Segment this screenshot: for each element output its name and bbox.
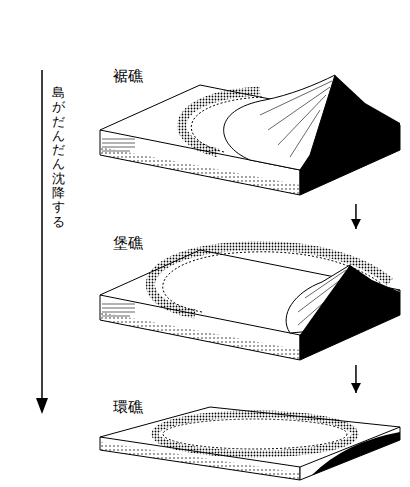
atoll-block [100, 407, 400, 480]
sinking-note: 島がだんだん沈降する [52, 86, 65, 229]
stage-label: 裾礁 [113, 67, 143, 85]
stage-arrow [355, 365, 357, 393]
barrier-reef-block [100, 246, 400, 360]
stage-label: 堡礁 [113, 234, 143, 252]
sinking-arrow [36, 70, 48, 414]
reef-stage: 環礁 [95, 396, 402, 484]
fringing-reef-block [100, 75, 400, 195]
stage-arrow [355, 204, 357, 229]
stage-label: 環礁 [113, 398, 143, 416]
reef-stage: 堡礁 [95, 232, 402, 362]
reef-stage: 裾礁 [95, 65, 402, 201]
